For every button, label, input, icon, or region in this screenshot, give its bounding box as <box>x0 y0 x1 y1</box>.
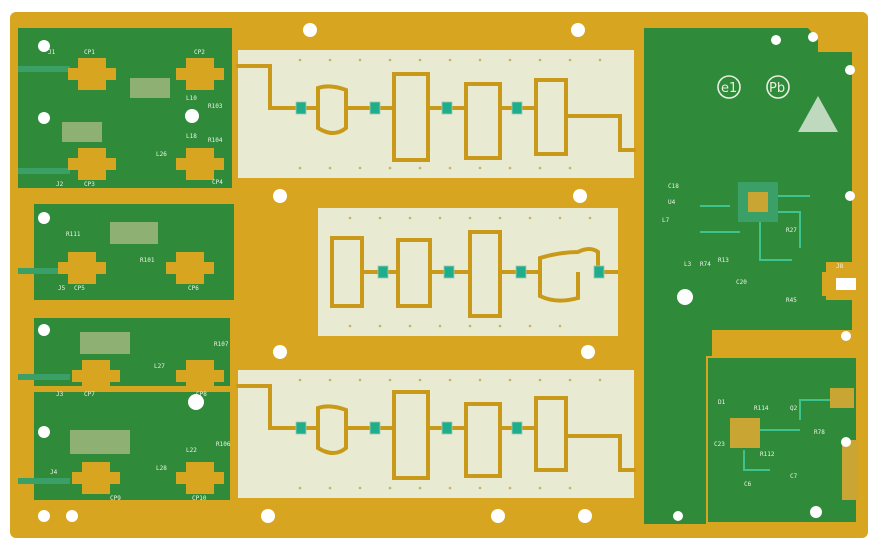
gold-fingers <box>236 178 648 366</box>
svg-text:C23: C23 <box>714 441 725 448</box>
svg-text:J1: J1 <box>48 49 56 56</box>
svg-text:R104: R104 <box>208 137 223 144</box>
svg-text:CP7: CP7 <box>84 391 95 398</box>
svg-text:C7: C7 <box>790 473 798 480</box>
mounting-holes <box>261 23 595 523</box>
svg-text:L3: L3 <box>684 261 692 268</box>
svg-text:CP10: CP10 <box>192 495 207 502</box>
svg-text:e1: e1 <box>721 81 737 96</box>
svg-text:L26: L26 <box>156 151 167 158</box>
svg-text:D1: D1 <box>718 399 726 406</box>
svg-text:CP5: CP5 <box>74 285 85 292</box>
svg-text:J8: J8 <box>836 263 844 270</box>
svg-text:CP1: CP1 <box>84 49 95 56</box>
svg-text:U4: U4 <box>668 199 676 206</box>
svg-text:L18: L18 <box>186 133 197 140</box>
svg-text:Pb: Pb <box>769 81 785 96</box>
svg-text:CP2: CP2 <box>194 49 205 56</box>
svg-text:R103: R103 <box>208 103 223 110</box>
svg-text:L22: L22 <box>186 447 197 454</box>
svg-text:CP3: CP3 <box>84 181 95 188</box>
svg-text:L7: L7 <box>662 217 670 224</box>
svg-text:R112: R112 <box>760 451 775 458</box>
svg-text:CP9: CP9 <box>110 495 121 502</box>
svg-text:C18: C18 <box>668 183 679 190</box>
pb-mark <box>766 75 790 99</box>
svg-text:J3: J3 <box>56 391 64 398</box>
svg-text:J5: J5 <box>58 285 66 292</box>
svg-text:Q2: Q2 <box>790 405 798 412</box>
right-control-section <box>644 28 858 524</box>
svg-text:R101: R101 <box>140 257 155 264</box>
svg-text:CP6: CP6 <box>188 285 199 292</box>
svg-text:R27: R27 <box>786 227 797 234</box>
svg-text:R114: R114 <box>754 405 769 412</box>
lead-free-mark <box>717 75 741 99</box>
svg-text:R74: R74 <box>700 261 711 268</box>
svg-text:J2: J2 <box>56 181 64 188</box>
svg-text:R106: R106 <box>216 441 231 448</box>
svg-text:CP4: CP4 <box>212 179 223 186</box>
svg-text:C6: C6 <box>744 481 752 488</box>
left-rf-modules <box>18 28 234 522</box>
svg-text:L10: L10 <box>186 95 197 102</box>
svg-text:R107: R107 <box>214 341 229 348</box>
svg-text:R111: R111 <box>66 231 81 238</box>
svg-text:L28: L28 <box>156 465 167 472</box>
svg-text:C20: C20 <box>736 279 747 286</box>
rf-traces <box>236 64 636 480</box>
svg-text:R13: R13 <box>718 257 729 264</box>
svg-text:R78: R78 <box>814 429 825 436</box>
svg-text:R45: R45 <box>786 297 797 304</box>
svg-text:CP8: CP8 <box>196 391 207 398</box>
silkscreen-labels: e1 Pb CP1 CP2 CP3 CP4 CP5 CP6 CP7 CP8 CP… <box>48 49 844 502</box>
filter-capacitors <box>295 101 605 435</box>
svg-text:L27: L27 <box>154 363 165 370</box>
svg-text:J4: J4 <box>50 469 58 476</box>
